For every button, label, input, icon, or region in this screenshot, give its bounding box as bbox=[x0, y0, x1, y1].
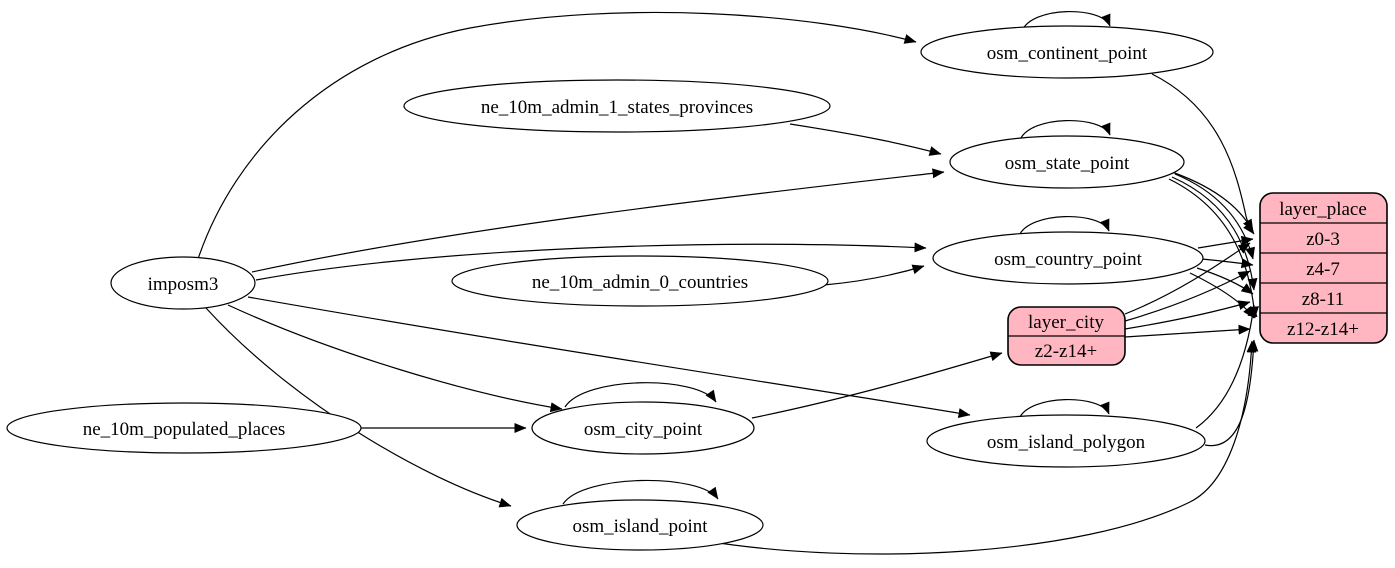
edge-osm-island-polygon-to-layer-place-z8-11 bbox=[1195, 304, 1258, 429]
edge-layer-city-to-layer-place-z0-3 bbox=[1124, 242, 1251, 315]
osm-island-polygon-label: osm_island_polygon bbox=[987, 432, 1146, 453]
self-loop-osm-island-point bbox=[562, 479, 719, 505]
layer-place-row-z4-7: z4-7 bbox=[1306, 259, 1340, 280]
osm-city-point-ellipse bbox=[531, 401, 755, 455]
edge-osm-country-point-to-layer-place-z0-3 bbox=[1197, 235, 1254, 249]
layer-place-title: layer_place bbox=[1279, 199, 1367, 220]
ne-10m-admin-1-states-provinces-ellipse bbox=[403, 79, 831, 133]
ne-10m-admin-0-countries-label: ne_10m_admin_0_countries bbox=[532, 272, 748, 293]
edge-imposm3-to-osm-island-polygon bbox=[247, 296, 971, 419]
osm-island-point-ellipse bbox=[516, 499, 764, 551]
node-osm-island-point: osm_island_point bbox=[516, 499, 764, 551]
edge-ne-10m-admin-0-to-osm-country-point bbox=[823, 264, 925, 286]
osm-city-point-label: osm_city_point bbox=[584, 419, 703, 440]
osm-continent-point-ellipse bbox=[920, 25, 1214, 79]
osm-island-point-label: osm_island_point bbox=[572, 516, 708, 537]
edge-imposm3-to-osm-state-point bbox=[251, 168, 945, 273]
node-osm-country-point: osm_country_point bbox=[932, 231, 1204, 285]
osm-country-point-label: osm_country_point bbox=[994, 249, 1142, 270]
self-loop-osm-island-polygon bbox=[1018, 398, 1110, 420]
imposm3-label: imposm3 bbox=[148, 274, 219, 295]
node-imposm3: imposm3 bbox=[110, 256, 256, 310]
edge-imposm3-to-osm-city-point bbox=[227, 304, 563, 413]
edge-layer-city-to-layer-place-z4-7 bbox=[1124, 270, 1251, 322]
osm-state-point-ellipse bbox=[949, 135, 1185, 189]
edge-osm-city-point-to-layer-city-z2-z14 bbox=[751, 351, 1003, 419]
osm-continent-point-label: osm_continent_point bbox=[987, 43, 1148, 64]
osm-state-point-label: osm_state_point bbox=[1005, 153, 1130, 174]
ne-10m-admin-1-states-provinces-label: ne_10m_admin_1_states_provinces bbox=[481, 97, 753, 118]
self-loop-osm-state-point bbox=[1019, 119, 1111, 141]
node-ne-10m-populated-places: ne_10m_populated_places bbox=[6, 402, 362, 454]
edge-ne-10m-admin-1-to-osm-state-point bbox=[789, 123, 942, 156]
edge-imposm3-to-osm-country-point bbox=[255, 242, 927, 281]
layer-place-row-z0-3: z0-3 bbox=[1306, 229, 1340, 250]
layer-place-box bbox=[1259, 192, 1388, 344]
node-layer-place: layer_place z0-3 z4-7 z8-11 z12-z14+ bbox=[1259, 192, 1388, 344]
node-osm-island-polygon: osm_island_polygon bbox=[926, 414, 1206, 468]
layer-place-row-z8-11: z8-11 bbox=[1302, 289, 1345, 310]
node-ne-10m-admin-0-countries: ne_10m_admin_0_countries bbox=[451, 255, 829, 307]
node-osm-continent-point: osm_continent_point bbox=[920, 25, 1214, 79]
layer-place-row-z12-z14: z12-z14+ bbox=[1287, 319, 1359, 340]
self-loop-osm-city-point bbox=[564, 382, 717, 408]
osm-island-polygon-ellipse bbox=[926, 414, 1206, 468]
node-ne-10m-admin-1-states-provinces: ne_10m_admin_1_states_provinces bbox=[403, 79, 831, 133]
edge-osm-country-point-to-layer-place-z8-11 bbox=[1196, 267, 1254, 295]
node-layer-city: layer_city z2-z14+ bbox=[1007, 306, 1126, 366]
self-loop-osm-country-point bbox=[1018, 215, 1110, 237]
edge-layer-city-to-layer-place-z12-z14 bbox=[1124, 324, 1251, 338]
ne-10m-populated-places-ellipse bbox=[6, 402, 362, 454]
layer-city-row-z2-z14: z2-z14+ bbox=[1035, 341, 1097, 362]
layer-city-title: layer_city bbox=[1028, 312, 1104, 333]
node-osm-city-point: osm_city_point bbox=[531, 401, 755, 455]
osm-country-point-ellipse bbox=[932, 231, 1204, 285]
ne-10m-admin-0-countries-ellipse bbox=[451, 255, 829, 307]
edge-osm-country-point-to-layer-place-z4-7 bbox=[1201, 258, 1254, 269]
ne-10m-populated-places-label: ne_10m_populated_places bbox=[83, 419, 286, 440]
edge-layer-city-to-layer-place-z8-11 bbox=[1124, 300, 1251, 330]
edge-osm-state-point-to-layer-place-z8-11 bbox=[1171, 176, 1258, 291]
node-osm-state-point: osm_state_point bbox=[949, 135, 1185, 189]
edge-layer bbox=[197, 10, 1259, 555]
edge-osm-island-point-to-layer-place-z12-z14 bbox=[705, 340, 1257, 555]
edge-osm-state-point-to-layer-place-z12-z14 bbox=[1168, 178, 1259, 319]
self-loop-osm-continent-point bbox=[1021, 10, 1111, 32]
edge-imposm3-to-osm-continent-point bbox=[197, 11, 917, 260]
edge-osm-state-point-to-layer-place-z0-3 bbox=[1171, 171, 1254, 232]
imposm3-ellipse bbox=[110, 256, 256, 310]
